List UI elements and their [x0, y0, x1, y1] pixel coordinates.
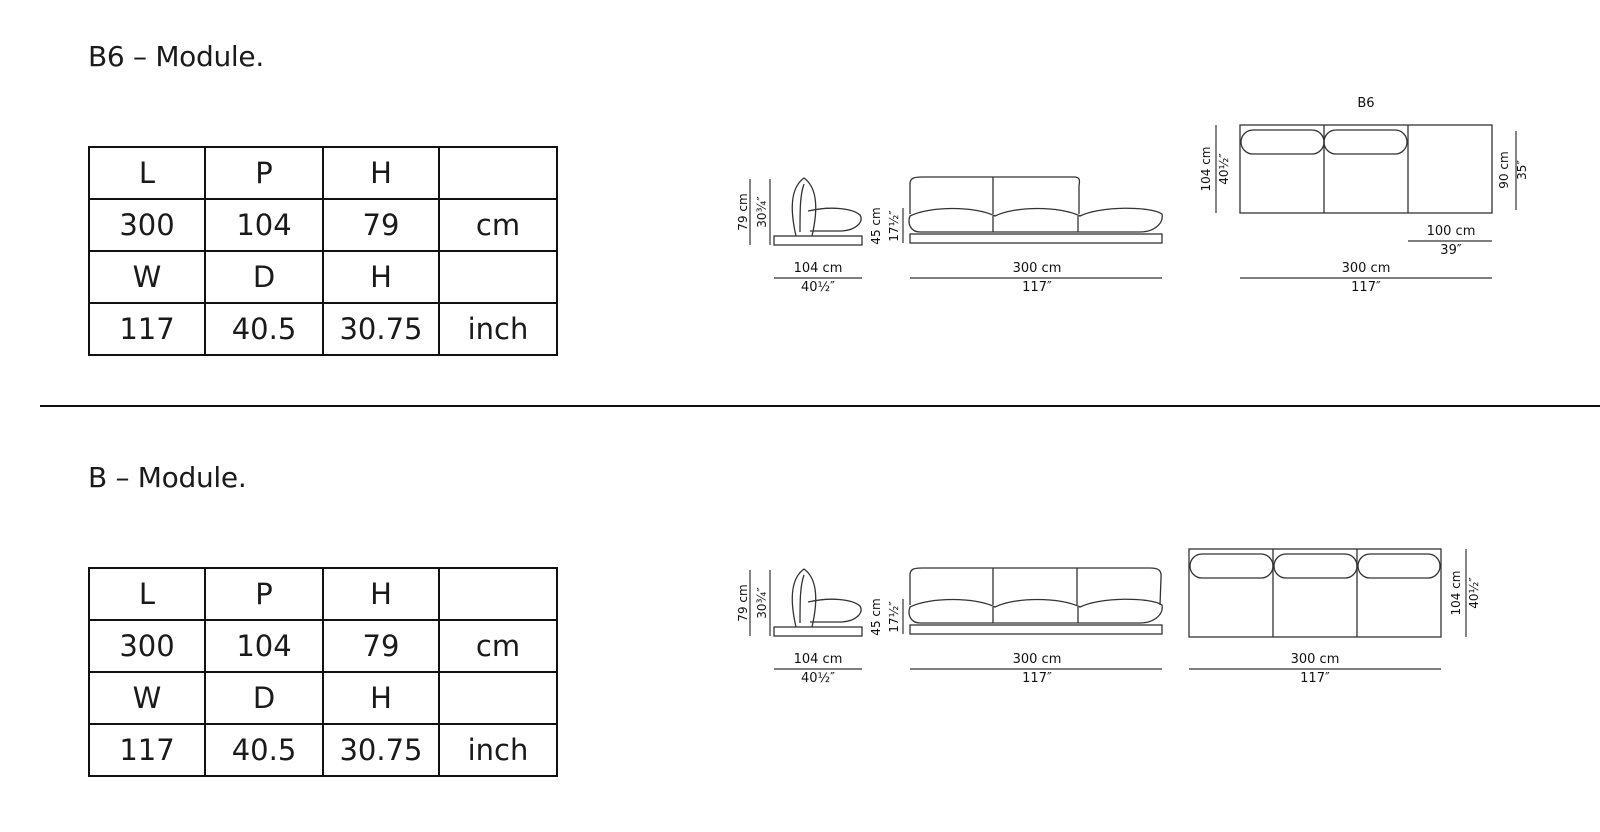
- table-cell: [438, 250, 558, 304]
- b6-plan-right-in: 35″: [1515, 160, 1529, 180]
- table-cell: L: [88, 146, 206, 200]
- b6-side-height-cm: 79 cm: [736, 193, 750, 230]
- table-cell: D: [204, 671, 324, 725]
- b-side-width-in: 40½″: [801, 671, 835, 686]
- table-cell: cm: [438, 198, 558, 252]
- table-cell: [438, 671, 558, 725]
- b-plan-depth-cm: 104 cm: [1449, 570, 1463, 615]
- table-row: W D H: [88, 671, 558, 725]
- dimensions-table-b: L P H 300 104 79 cm W D H 117 40.5 30.75…: [88, 567, 558, 777]
- table-row: 300 104 79 cm: [88, 619, 558, 673]
- b6-plan-right-cm: 90 cm: [1497, 151, 1511, 188]
- table-cell: P: [204, 146, 324, 200]
- table-cell: 300: [88, 619, 206, 673]
- b6-side-width-in: 40½″: [801, 280, 835, 295]
- table-cell: 117: [88, 302, 206, 356]
- b-side-height-in: 30¾″: [755, 587, 769, 619]
- table-cell: inch: [438, 723, 558, 777]
- b6-side-view: 79 cm 30¾″ 104 cm 40½″: [736, 177, 863, 295]
- table-cell: 117: [88, 723, 206, 777]
- table-cell: 30.75: [322, 723, 440, 777]
- table-cell: H: [322, 146, 440, 200]
- b6-front-view: 45 cm 17½″ 300 cm 117″: [869, 176, 1163, 295]
- b-front-width-in: 117″: [1022, 671, 1052, 686]
- b6-plan-view: B6 104 cm 40½″ 90 cm 35″ 100 cm 39″ 300 …: [1199, 96, 1529, 295]
- b6-plan-width-cm: 300 cm: [1342, 261, 1391, 276]
- table-row: L P H: [88, 146, 558, 200]
- table-cell: [438, 146, 558, 200]
- table-cell: H: [322, 250, 440, 304]
- table-cell: 300: [88, 198, 206, 252]
- table-cell: 40.5: [204, 723, 324, 777]
- table-cell: 40.5: [204, 302, 324, 356]
- b6-front-width-cm: 300 cm: [1013, 261, 1062, 276]
- b6-seat-height-cm: 45 cm: [869, 207, 883, 244]
- b6-plan-label: B6: [1357, 96, 1374, 111]
- b6-side-height-in: 30¾″: [755, 196, 769, 228]
- table-cell: 79: [322, 619, 440, 673]
- table-cell: W: [88, 250, 206, 304]
- table-cell: H: [322, 671, 440, 725]
- b-front-width-cm: 300 cm: [1013, 652, 1062, 667]
- b-plan-depth-in: 40½″: [1467, 577, 1481, 609]
- b6-front-width-in: 117″: [1022, 280, 1052, 295]
- table-cell: L: [88, 567, 206, 621]
- b6-seat-height-in: 17½″: [887, 210, 901, 242]
- table-cell: D: [204, 250, 324, 304]
- table-cell: 104: [204, 619, 324, 673]
- table-cell: W: [88, 671, 206, 725]
- b-side-height-cm: 79 cm: [736, 584, 750, 621]
- b-plan-view: 104 cm 40½″ 300 cm 117″: [1188, 548, 1481, 686]
- section-title-b6: B6 – Module.: [88, 40, 264, 73]
- b-plan-width-cm: 300 cm: [1291, 652, 1340, 667]
- b6-plan-width-in: 117″: [1351, 280, 1381, 295]
- table-cell: P: [204, 567, 324, 621]
- table-cell: [438, 567, 558, 621]
- table-row: 300 104 79 cm: [88, 198, 558, 252]
- table-cell: cm: [438, 619, 558, 673]
- table-row: L P H: [88, 567, 558, 621]
- b6-plan-depth-cm: 104 cm: [1199, 146, 1213, 191]
- b6-plan-segment-cm: 100 cm: [1427, 224, 1476, 239]
- b6-plan-segment-in: 39″: [1440, 243, 1462, 258]
- table-cell: H: [322, 567, 440, 621]
- b6-plan-depth-in: 40½″: [1217, 153, 1231, 185]
- table-cell: 79: [322, 198, 440, 252]
- section-divider: [40, 405, 1600, 407]
- table-cell: inch: [438, 302, 558, 356]
- table-cell: 30.75: [322, 302, 440, 356]
- b6-side-width-cm: 104 cm: [794, 261, 843, 276]
- table-row: 117 40.5 30.75 inch: [88, 302, 558, 356]
- section-title-b: B – Module.: [88, 461, 247, 494]
- b-seat-height-in: 17½″: [887, 601, 901, 633]
- b-side-view: 79 cm 30¾″ 104 cm 40½″: [736, 568, 863, 686]
- table-row: 117 40.5 30.75 inch: [88, 723, 558, 777]
- b-seat-height-cm: 45 cm: [869, 598, 883, 635]
- table-row: W D H: [88, 250, 558, 304]
- dimensions-table-b6: L P H 300 104 79 cm W D H 117 40.5 30.75…: [88, 146, 558, 356]
- table-cell: 104: [204, 198, 324, 252]
- b-side-width-cm: 104 cm: [794, 652, 843, 667]
- b-plan-width-in: 117″: [1300, 671, 1330, 686]
- b-front-view: 45 cm 17½″ 300 cm 117″: [869, 567, 1163, 686]
